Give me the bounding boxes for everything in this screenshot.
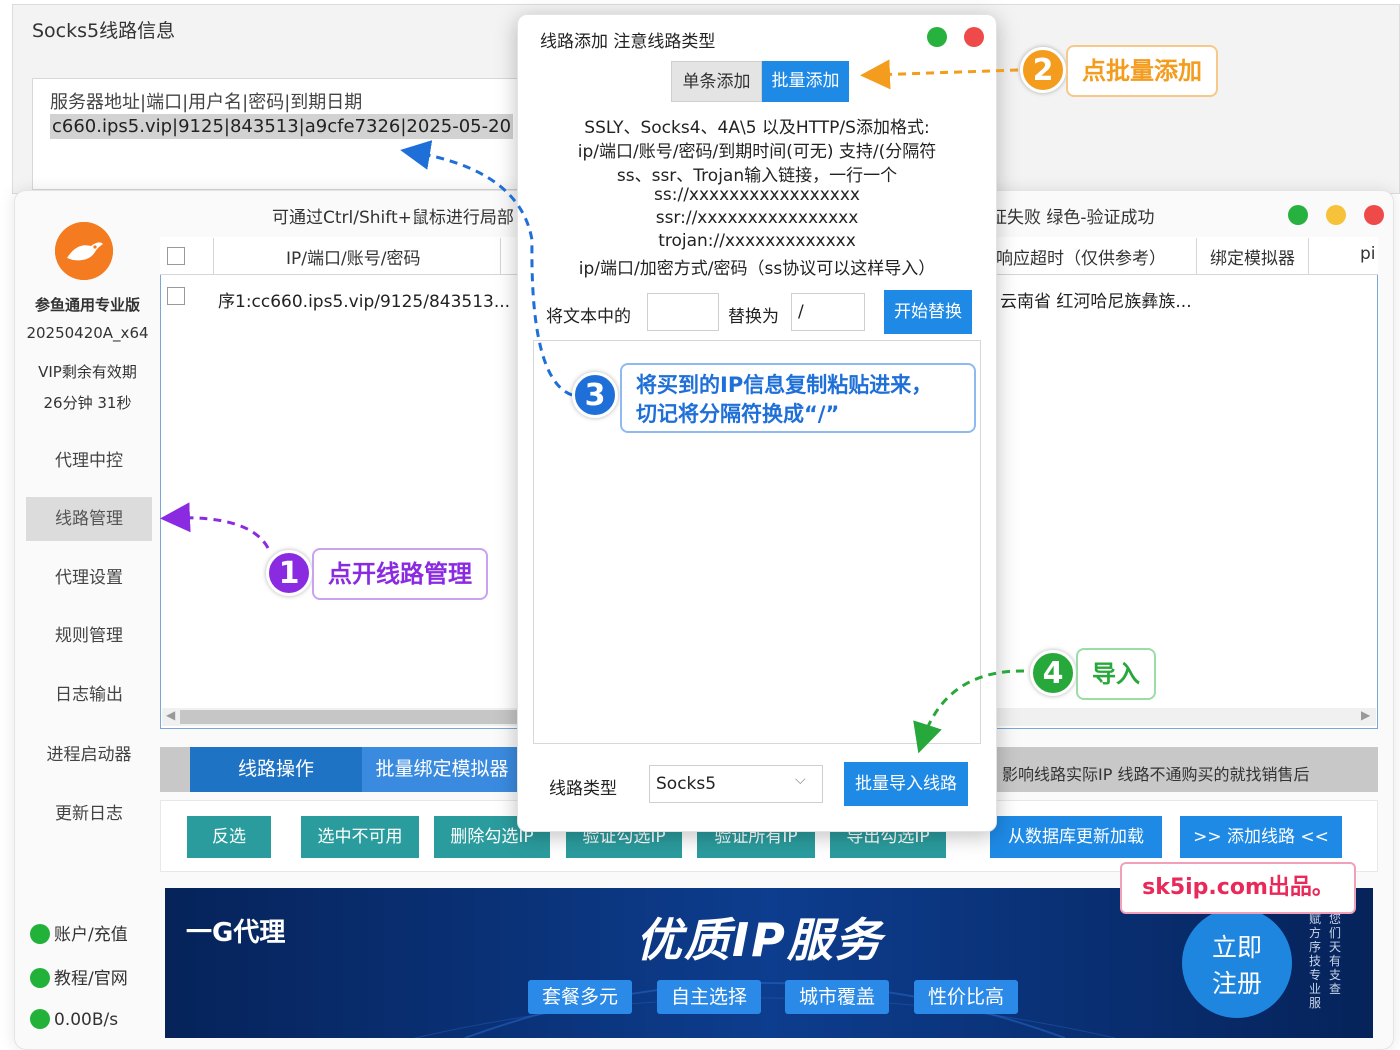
replace-from-input[interactable] xyxy=(647,293,719,331)
sidebar-item-proxy-settings[interactable]: 代理设置 xyxy=(55,568,123,588)
step-number-1: 1 xyxy=(266,550,312,596)
brand-label: sk5ip.com出品。 xyxy=(1120,862,1356,914)
banner-logo: 一G代理 xyxy=(186,918,286,948)
scroll-left-icon[interactable]: ◀ xyxy=(166,708,176,722)
callout-step-4: 导入 xyxy=(1076,648,1156,700)
account-recharge-label: 账户/充值 xyxy=(54,925,128,945)
step-number-2: 2 xyxy=(1020,47,1066,93)
callout-step-1: 点开线路管理 xyxy=(312,548,488,600)
reload-from-database-button[interactable]: 从数据库更新加载 xyxy=(990,816,1162,858)
sidebar-item-proxy-control[interactable]: 代理中控 xyxy=(55,451,123,471)
column-header-emulator[interactable]: 绑定模拟器 xyxy=(1210,249,1295,269)
invert-selection-button[interactable]: 反选 xyxy=(187,816,271,858)
callout-step-2: 点批量添加 xyxy=(1066,45,1218,97)
app-logo-icon xyxy=(55,222,113,280)
tab-single-add[interactable]: 单条添加 xyxy=(671,61,762,102)
replace-from-label: 将文本中的 xyxy=(546,307,631,327)
green-status-icon xyxy=(30,1009,50,1029)
table-row-ip[interactable]: 序1:cc660.ips5.vip/9125/843513... xyxy=(218,292,511,312)
format-line: SSLY、Socks4、4A\5 以及HTTP/S添加格式: xyxy=(584,118,930,138)
format-line: ip/端口/加密方式/密码（ss协议可以这样导入） xyxy=(578,259,936,279)
step-number-3: 3 xyxy=(572,372,618,418)
chevron-down-icon[interactable]: ⌵ xyxy=(795,772,806,788)
sidebar-item-line-management[interactable]: 线路管理 xyxy=(26,497,152,541)
tutorial-website-label: 教程/官网 xyxy=(54,969,128,989)
column-header-timeout[interactable]: 响应超时（仅供参考） xyxy=(996,249,1166,269)
row-checkbox[interactable] xyxy=(167,287,185,305)
callout-step-3-line-1: 将买到的IP信息复制粘贴进来， xyxy=(636,373,933,397)
window-close-dot[interactable] xyxy=(1364,205,1384,225)
table-row-location[interactable]: 云南省 红河哈尼族彝族... xyxy=(1000,292,1192,312)
banner-side-text: 赋方序技专业服 xyxy=(1308,912,1321,1010)
start-replace-button[interactable]: 开始替换 xyxy=(884,290,972,334)
banner-title: 优质IP服务 xyxy=(636,913,883,967)
add-line-button[interactable]: >> 添加线路 << xyxy=(1180,816,1342,858)
background-window-title: Socks5线路信息 xyxy=(32,20,176,42)
validation-legend: 证失败 绿色-验证成功 xyxy=(990,208,1155,228)
replace-to-input[interactable]: / xyxy=(791,293,865,331)
column-divider xyxy=(213,238,214,274)
line-info-header: 服务器地址|端口|用户名|密码|到期日期 xyxy=(50,92,363,113)
sidebar-item-update-log[interactable]: 更新日志 xyxy=(55,804,123,824)
register-line-1: 立即 xyxy=(1211,933,1262,962)
column-divider xyxy=(500,238,501,274)
banner-chip: 套餐多元 xyxy=(528,980,632,1014)
format-line: ssr://xxxxxxxxxxxxxxxx xyxy=(655,208,859,228)
tab-line-operations[interactable]: 线路操作 xyxy=(190,747,362,792)
window-maximize-dot[interactable] xyxy=(1288,205,1308,225)
window-minimize-dot[interactable] xyxy=(1326,205,1346,225)
product-name: 参鱼通用专业版 xyxy=(34,296,140,314)
format-line: ss://xxxxxxxxxxxxxxxxx xyxy=(654,185,860,205)
banner-chip: 自主选择 xyxy=(657,980,761,1014)
select-all-checkbox[interactable] xyxy=(167,247,185,265)
format-line: ip/端口/账号/密码/到期时间(可无) 支持/(分隔符 xyxy=(577,142,937,162)
format-line: ss、ssr、Trojan输入链接，一行一个 xyxy=(616,166,898,186)
format-line: trojan://xxxxxxxxxxxxx xyxy=(658,231,856,251)
tab-batch-add[interactable]: 批量添加 xyxy=(762,61,849,102)
green-status-icon xyxy=(30,968,50,988)
replace-to-label: 替换为 xyxy=(728,307,779,327)
scroll-right-icon[interactable]: ▶ xyxy=(1361,708,1371,722)
dialog-close-dot[interactable] xyxy=(964,27,984,47)
banner-chip: 城市覆盖 xyxy=(785,980,889,1014)
line-type-label: 线路类型 xyxy=(549,779,617,799)
step-number-4: 4 xyxy=(1030,650,1076,696)
column-divider xyxy=(1196,238,1197,274)
vip-time: 26分钟 31秒 xyxy=(43,394,132,412)
ad-banner[interactable] xyxy=(165,888,1373,1038)
sidebar-item-rule-management[interactable]: 规则管理 xyxy=(55,626,123,646)
batch-import-button[interactable]: 批量导入线路 xyxy=(844,762,968,806)
speed-indicator: 0.00B/s xyxy=(30,1009,118,1030)
dialog-title: 线路添加 注意线路类型 xyxy=(540,32,716,52)
speed-value: 0.00B/s xyxy=(54,1010,119,1030)
dialog-maximize-dot[interactable] xyxy=(927,27,947,47)
register-now-button[interactable]: 立即 注册 xyxy=(1182,908,1292,1018)
product-version: 20250420A_x64 xyxy=(26,324,149,342)
column-header-pi[interactable]: pi xyxy=(1360,244,1376,264)
column-divider xyxy=(1308,238,1309,274)
callout-step-3: 将买到的IP信息复制粘贴进来， 切记将分隔符换成“/” xyxy=(620,363,976,433)
scrollbar-thumb[interactable] xyxy=(180,710,520,724)
tutorial-website-link[interactable]: 教程/官网 xyxy=(30,964,128,989)
line-type-select[interactable]: Socks5 xyxy=(649,765,823,803)
banner-side-text: 您们天有支查 xyxy=(1328,912,1341,996)
sidebar-item-process-launcher[interactable]: 进程启动器 xyxy=(46,745,132,765)
column-header-ip[interactable]: IP/端口/账号/密码 xyxy=(286,249,421,269)
sidebar-item-log-output[interactable]: 日志输出 xyxy=(55,685,123,705)
operations-note: 影响线路实际IP 线路不通购买的就找销售后 xyxy=(1002,765,1310,784)
green-status-icon xyxy=(30,924,50,944)
tab-batch-bind-emulator[interactable]: 批量绑定模拟器 xyxy=(362,747,522,792)
vip-label: VIP剩余有效期 xyxy=(38,363,137,381)
account-recharge-link[interactable]: 账户/充值 xyxy=(30,920,128,945)
banner-chip: 性价比高 xyxy=(914,980,1018,1014)
line-info-selected-text[interactable]: c660.ips5.vip|9125|843513|a9cfe7326|2025… xyxy=(50,114,514,139)
selection-hint: 可通过Ctrl/Shift+鼠标进行局部 xyxy=(272,208,514,228)
register-line-2: 注册 xyxy=(1211,969,1262,998)
select-unavailable-button[interactable]: 选中不可用 xyxy=(301,816,419,858)
callout-step-3-line-2: 切记将分隔符换成“/” xyxy=(636,402,840,426)
